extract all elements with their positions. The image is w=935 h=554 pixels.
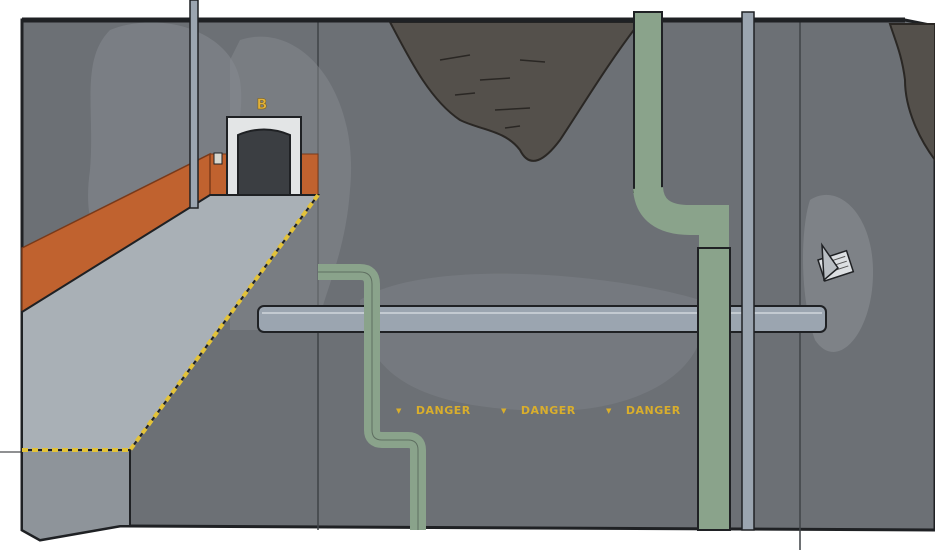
danger-label-2: ▼DANGER [501, 402, 576, 420]
vent-pointer [821, 242, 840, 282]
green-pipe-top [633, 11, 663, 193]
green-pipe-lower [697, 247, 731, 531]
left-conduit [189, 0, 199, 209]
hazard-stripe-edge [128, 193, 320, 452]
danger-label-3: ▼DANGER [606, 402, 681, 420]
walkway-floor [21, 194, 320, 451]
right-conduit [741, 11, 755, 531]
danger-label-1: ▼DANGER [396, 402, 471, 420]
danger-arrow-icon: ▼ [396, 407, 402, 415]
wall-light-patch [88, 22, 242, 252]
danger-warning-row: ▼DANGER ▼DANGER ▼DANGER [396, 402, 696, 420]
ceiling-crack [388, 21, 643, 162]
green-pipe-left [318, 264, 426, 530]
green-pipe-elbow [633, 186, 729, 255]
walkway-face [21, 449, 131, 542]
door-opening [237, 128, 291, 196]
danger-arrow-icon: ▼ [606, 407, 612, 415]
door-sign-label: B [256, 97, 268, 114]
danger-arrow-icon: ▼ [501, 407, 507, 415]
horizontal-grey-pipe [257, 305, 827, 333]
right-wall-crack [888, 23, 935, 162]
door-panel [213, 152, 223, 165]
